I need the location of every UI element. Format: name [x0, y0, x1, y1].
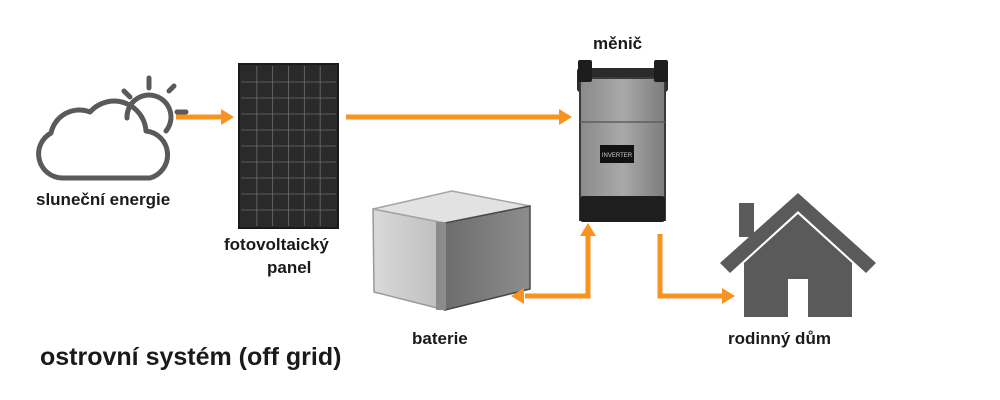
battery-label: baterie — [412, 329, 468, 348]
house-icon — [720, 193, 876, 317]
panel-label-line2: panel — [267, 258, 312, 277]
inverter-icon: INVERTER — [577, 60, 668, 222]
panel-label-line1: fotovoltaický — [224, 235, 329, 254]
arrow-inverter-battery — [525, 236, 591, 299]
arrow-head-sun-to-panel — [221, 109, 234, 125]
arrow-head-panel-to-inverter — [559, 109, 572, 125]
inverter-label: měnič — [593, 34, 643, 53]
cloud-sun-icon — [36, 75, 189, 181]
solar-panel-icon — [238, 63, 339, 229]
sun-label: sluneční energie — [36, 190, 171, 209]
arrow-head-to-battery — [511, 288, 524, 304]
inverter-display-text: INVERTER — [602, 153, 633, 159]
battery-icon — [372, 190, 531, 311]
house-label: rodinný dům — [728, 329, 831, 348]
arrow-inverter-to-house — [657, 234, 722, 299]
connection-arrows — [176, 109, 735, 304]
arrow-head-to-inverter — [580, 223, 596, 236]
arrow-head-to-house — [722, 288, 735, 304]
diagram-title: ostrovní systém (off grid) — [40, 343, 342, 371]
